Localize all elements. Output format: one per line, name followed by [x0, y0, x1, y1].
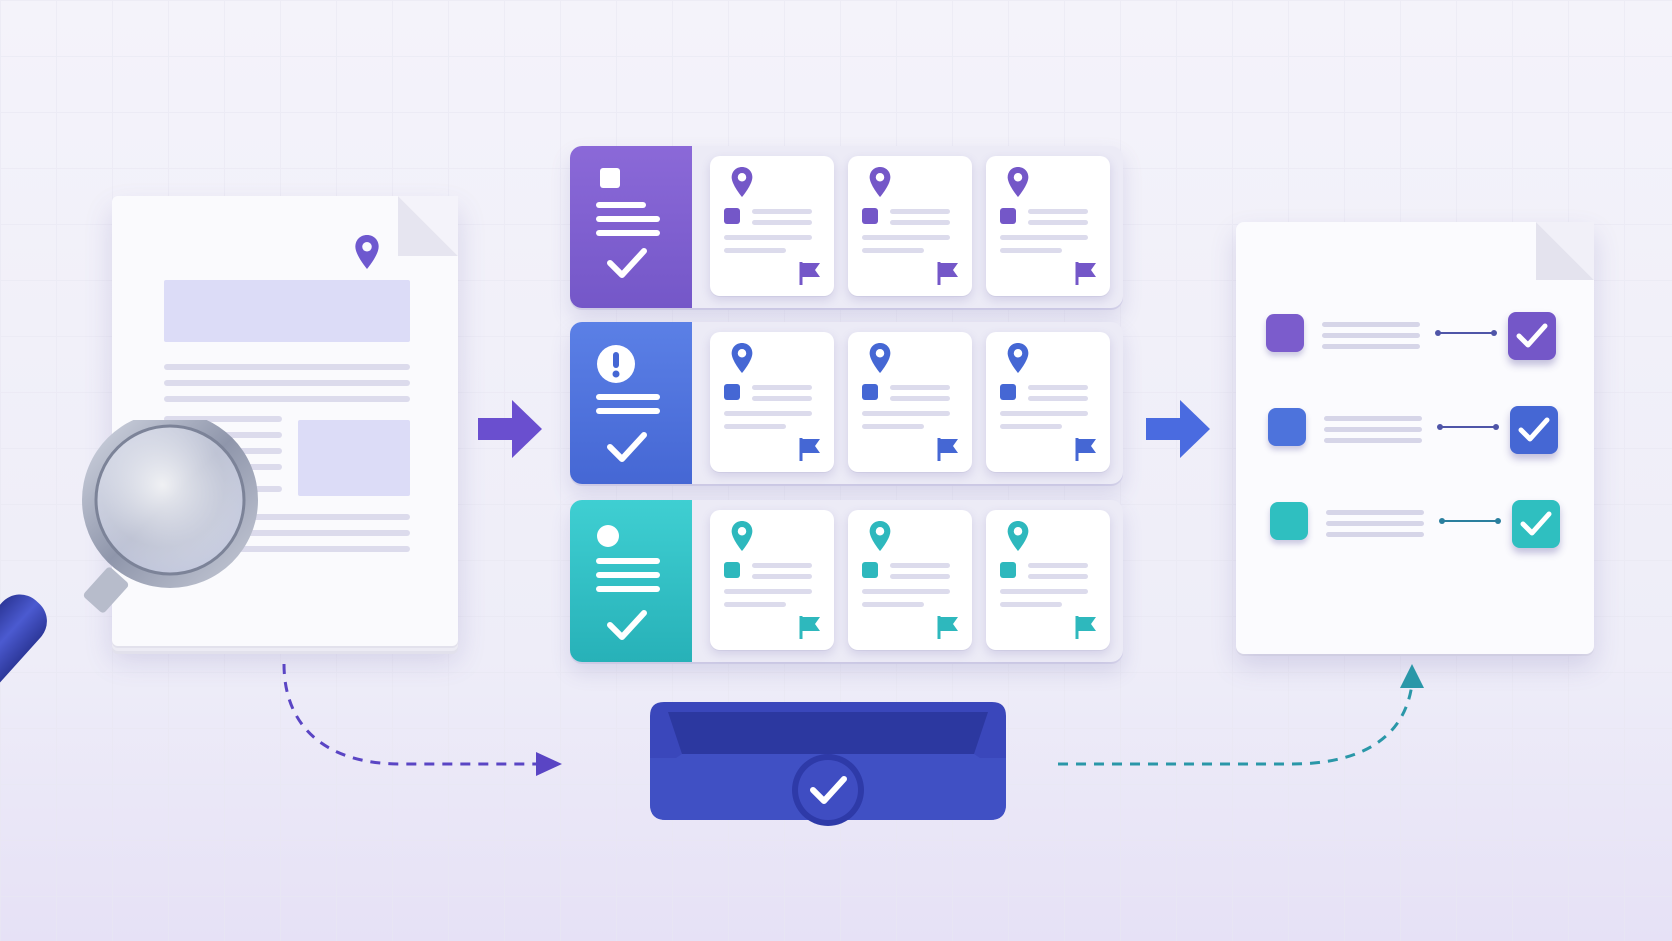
- image-block: [298, 420, 410, 496]
- result-check-blue: [1510, 406, 1558, 454]
- check-icon: [607, 248, 647, 278]
- lead-line: [596, 586, 660, 592]
- location-pin-icon: [731, 520, 753, 552]
- item-card: [848, 156, 972, 296]
- check-icon: [1516, 323, 1548, 348]
- flag-icon: [937, 262, 958, 285]
- result-document: [1236, 222, 1594, 654]
- location-pin-icon: [1007, 342, 1029, 374]
- result-line: [1322, 333, 1420, 338]
- result-line: [1322, 344, 1420, 349]
- magnifier-icon: [0, 420, 258, 721]
- lead-line: [596, 558, 660, 564]
- header-block: [164, 280, 410, 342]
- flag-icon: [937, 438, 958, 461]
- flag-icon: [799, 438, 820, 461]
- item-card: [848, 332, 972, 472]
- result-line: [1324, 416, 1422, 421]
- dot-icon: [597, 525, 619, 547]
- item-card: [848, 510, 972, 650]
- result-line: [1324, 438, 1422, 443]
- flag-icon: [799, 262, 820, 285]
- row-lead-teal: [570, 500, 692, 662]
- lead-line: [596, 394, 660, 400]
- location-pin-icon: [1007, 166, 1029, 198]
- text-line: [164, 530, 410, 536]
- item-card: [710, 156, 834, 296]
- result-line: [1322, 322, 1420, 327]
- result-check-teal: [1512, 500, 1560, 548]
- text-line: [164, 546, 410, 552]
- document-fold-icon: [1536, 222, 1594, 280]
- flag-icon: [1075, 438, 1096, 461]
- lead-line: [596, 230, 660, 236]
- result-marker-blue: [1268, 408, 1306, 446]
- result-line: [1326, 521, 1424, 526]
- result-line: [1324, 427, 1422, 432]
- text-line: [164, 380, 410, 386]
- flag-icon: [1075, 262, 1096, 285]
- note-icon: [600, 168, 620, 188]
- location-pin-icon: [869, 342, 891, 374]
- result-marker-teal: [1270, 502, 1308, 540]
- location-pin-icon: [869, 520, 891, 552]
- result-marker-purple: [1266, 314, 1304, 352]
- flag-icon: [1075, 616, 1096, 639]
- lead-line: [596, 572, 660, 578]
- lead-line: [596, 216, 660, 222]
- location-pin-icon: [869, 166, 891, 198]
- text-line: [164, 364, 410, 370]
- connector-line: [1435, 330, 1497, 336]
- result-line: [1326, 532, 1424, 537]
- text-line: [164, 416, 282, 422]
- item-card: [986, 156, 1110, 296]
- category-row-teal: [570, 500, 1123, 662]
- check-icon: [1520, 511, 1552, 536]
- item-card: [986, 332, 1110, 472]
- row-lead-blue: [570, 322, 692, 484]
- lead-line: [596, 408, 660, 414]
- document-fold-icon: [398, 196, 458, 256]
- row-lead-purple: [570, 146, 692, 308]
- check-icon: [607, 610, 647, 640]
- check-icon: [607, 432, 647, 462]
- location-pin-icon: [1007, 520, 1029, 552]
- dashed-arrow-to-result: [1058, 664, 1424, 766]
- check-icon: [1518, 417, 1550, 442]
- item-card: [986, 510, 1110, 650]
- alert-icon: [597, 345, 635, 383]
- connector-line: [1439, 518, 1501, 524]
- text-line: [164, 514, 410, 520]
- item-card: [710, 510, 834, 650]
- arrow-right-icon: [478, 400, 542, 458]
- category-row-purple: [570, 146, 1123, 308]
- dashed-arrow-to-tray: [282, 663, 562, 776]
- flag-icon: [799, 616, 820, 639]
- lead-line: [596, 202, 646, 208]
- tray-check-badge: [792, 754, 864, 826]
- flag-icon: [937, 616, 958, 639]
- text-line: [164, 396, 410, 402]
- result-check-purple: [1508, 312, 1556, 360]
- result-line: [1326, 510, 1424, 515]
- location-pin-icon: [731, 342, 753, 374]
- connector-line: [1437, 424, 1499, 430]
- item-card: [710, 332, 834, 472]
- location-pin-icon: [731, 166, 753, 198]
- category-row-blue: [570, 322, 1123, 484]
- arrow-right-icon: [1146, 400, 1210, 458]
- location-pin-icon: [355, 235, 379, 269]
